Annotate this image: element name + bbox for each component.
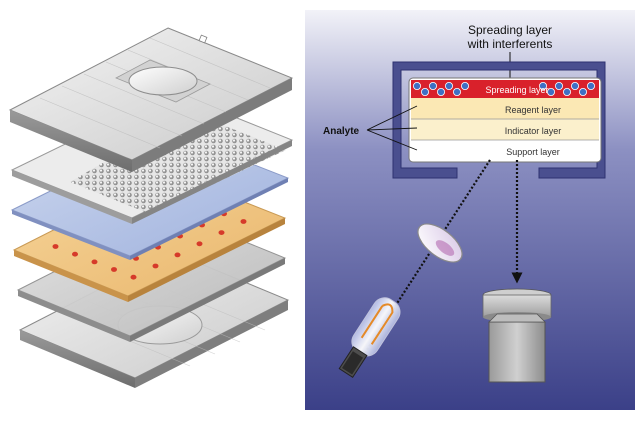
interferent-molecule [570, 82, 579, 91]
interferent-molecule [413, 82, 422, 91]
interferent-molecules [413, 82, 595, 97]
indicator-dot [72, 251, 78, 257]
support-layer-label: Support layer [506, 147, 560, 157]
interferent-molecule [578, 88, 587, 97]
indicator-dot [152, 263, 159, 269]
indicator-layer-band [411, 119, 599, 140]
support-layer-band [411, 140, 599, 160]
indicator-dot [218, 230, 225, 236]
interferent-molecule [554, 82, 563, 91]
exploded-layers-svg [8, 27, 294, 388]
photodetector [482, 288, 552, 383]
reflectance-diagram-panel: Spreading layer with interferents Spread… [305, 10, 635, 410]
reagent-layer-band [411, 98, 599, 119]
interferent-molecule [436, 88, 445, 97]
interferent-molecule [421, 88, 430, 97]
interferent-molecule [562, 88, 571, 97]
callout-spreading-line1: Spreading layer [468, 23, 552, 37]
interferent-molecule [429, 82, 438, 91]
interferent-molecule [538, 82, 547, 91]
indicator-dot [174, 252, 181, 258]
indicator-dot [111, 267, 117, 272]
top-cover-layer [8, 27, 294, 172]
indicator-dot [240, 219, 247, 224]
analyte-label: Analyte [323, 126, 360, 137]
indicator-dot [91, 259, 98, 265]
light-source-lamp [338, 297, 401, 379]
reflectance-svg: Spreading layer with interferents Spread… [305, 10, 635, 410]
interferent-molecule [444, 82, 453, 91]
slide-holder [392, 61, 606, 179]
spreading-layer-label: Spreading layer [485, 85, 548, 95]
incident-light-path [356, 159, 491, 366]
cover-notch [198, 34, 208, 44]
cover-opening [128, 66, 198, 96]
callout-spreading-line2: with interferents [467, 37, 553, 51]
interferent-molecule [546, 88, 555, 97]
interferent-molecule [586, 82, 595, 91]
reagent-layer-label: Reagent layer [505, 105, 561, 115]
indicator-dot [196, 241, 203, 247]
indicator-layer-label: Indicator layer [505, 126, 562, 136]
indicator-dot [130, 274, 137, 280]
layer-stack: Spreading layer Reagent layer Indicator … [408, 77, 602, 163]
indicator-dot [52, 244, 59, 249]
interferent-molecule [460, 82, 469, 91]
analyte-leaders [366, 105, 418, 151]
interferent-molecule [452, 88, 461, 97]
filter-lens [417, 223, 463, 263]
exploded-slide-illustration [0, 0, 305, 418]
